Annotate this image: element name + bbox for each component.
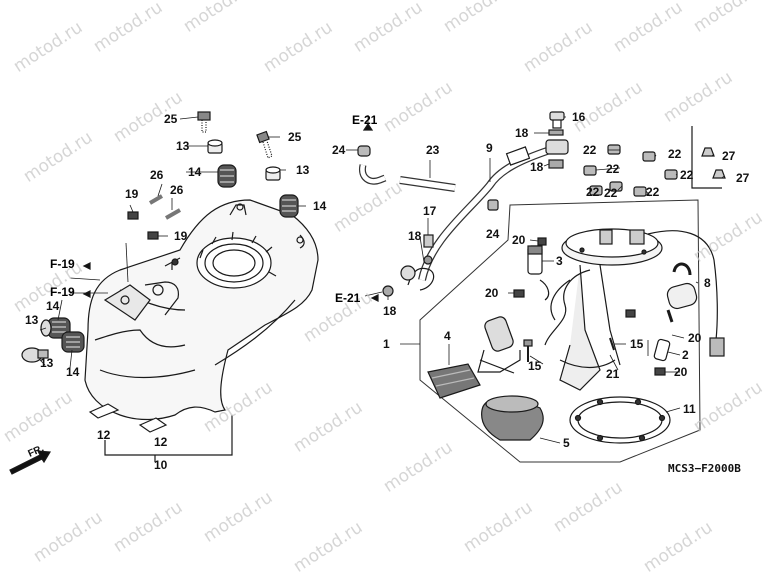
callout-20: 20: [674, 365, 688, 379]
callout-18: 18: [530, 160, 544, 174]
callout-17: 17: [423, 204, 437, 218]
nuts-27: [701, 147, 726, 179]
callout-2: 2: [682, 348, 689, 362]
callout-21: 21: [606, 367, 620, 381]
gasket-ring-11: [569, 396, 671, 444]
bolt-25-right: [256, 130, 273, 159]
callout-25: 25: [164, 112, 178, 126]
callout-26: 26: [150, 168, 164, 182]
callout-9: 9: [486, 141, 493, 155]
callout-19: 19: [174, 229, 188, 243]
leader-27-box: [691, 126, 722, 189]
callout-25: 25: [288, 130, 302, 144]
hose-23: [358, 164, 456, 192]
nuts-22: [583, 144, 678, 197]
ref-arrows: [82, 122, 379, 302]
callout-1: 1: [383, 337, 390, 351]
bolt-25-left: [197, 111, 211, 133]
callout-22: 22: [586, 185, 600, 199]
callout-12: 12: [97, 428, 111, 442]
fuel-filter-8: [666, 262, 698, 323]
grommet-14-top-right: [279, 194, 299, 218]
callout-16: 16: [572, 110, 586, 124]
leader-tank-group-10: [104, 415, 233, 462]
rubber-mount-14-left-lower: [61, 331, 85, 353]
pump-bracket: [550, 264, 621, 391]
callout-20: 20: [688, 331, 702, 345]
callout-20: 20: [485, 286, 499, 300]
cup-5: [481, 395, 544, 441]
callout-20: 20: [512, 233, 526, 247]
callout-24: 24: [486, 227, 500, 241]
diagram-code: MCS3−F2000B: [668, 462, 741, 475]
fuel-tank: [84, 199, 319, 421]
callout-8: 8: [704, 276, 711, 290]
collar-13-top-left: [207, 139, 223, 154]
collar-13-left: [21, 347, 49, 363]
harness-wire: [647, 230, 725, 357]
small-part-2: [653, 338, 671, 362]
emblem-pads-12: [88, 403, 168, 433]
fitting-stack: [545, 139, 569, 155]
callout-14: 14: [46, 299, 60, 313]
callout-22: 22: [583, 143, 597, 157]
washer-19-left: [127, 211, 159, 240]
ref-e21-bottom[interactable]: E-21: [335, 291, 361, 305]
callout-18: 18: [408, 229, 422, 243]
fuel-hose-9: [400, 146, 552, 291]
callout-3: 3: [556, 254, 563, 268]
bolt-16: [549, 111, 565, 129]
pump-wire-loop: [539, 269, 591, 346]
bolts-26: [148, 194, 181, 220]
clamp-24-right: [487, 199, 499, 211]
callout-18: 18: [515, 126, 529, 140]
callout-27: 27: [722, 149, 736, 163]
callout-14: 14: [188, 165, 202, 179]
callout-24: 24: [332, 143, 346, 157]
clamp-24-top: [357, 145, 371, 157]
callout-22: 22: [680, 168, 694, 182]
callout-13: 13: [176, 139, 190, 153]
connector-clips-20: [513, 237, 666, 376]
ref-f19-a[interactable]: F-19: [50, 257, 75, 271]
ref-e21-top[interactable]: E-21: [352, 113, 378, 127]
callout-10: 10: [154, 458, 168, 472]
callout-15: 15: [528, 359, 542, 373]
ref-f19-b[interactable]: F-19: [50, 285, 75, 299]
collar-13-top-right: [265, 166, 281, 181]
callout-13: 13: [25, 313, 39, 327]
callout-22: 22: [668, 147, 682, 161]
callout-4: 4: [444, 329, 451, 343]
callout-12: 12: [154, 435, 168, 449]
callout-5: 5: [563, 436, 570, 450]
callout-14: 14: [313, 199, 327, 213]
callout-13: 13: [40, 356, 54, 370]
callout-23: 23: [426, 143, 440, 157]
callout-14: 14: [66, 365, 80, 379]
callout-11: 11: [683, 402, 696, 416]
leader-lines: [39, 115, 725, 444]
screw-15: [523, 337, 615, 362]
callout-13: 13: [296, 163, 310, 177]
pump-group-outline: [419, 199, 701, 463]
nut-18-bottom: [382, 285, 394, 297]
callout-22: 22: [606, 162, 620, 176]
pump-top-plate: [561, 228, 663, 266]
callout-22: 22: [646, 185, 660, 199]
strainer-4: [427, 363, 481, 399]
callout-15: 15: [630, 337, 644, 351]
fuel-level-sender-3: [527, 245, 543, 275]
callout-27: 27: [736, 171, 750, 185]
fuel-pump-assembly: [477, 316, 521, 374]
grommet-14-top-left: [217, 164, 237, 188]
callout-22: 22: [604, 186, 618, 200]
callout-26: 26: [170, 183, 184, 197]
front-arrow-icon: [9, 450, 52, 475]
callout-18: 18: [383, 304, 397, 318]
callout-19: 19: [125, 187, 139, 201]
